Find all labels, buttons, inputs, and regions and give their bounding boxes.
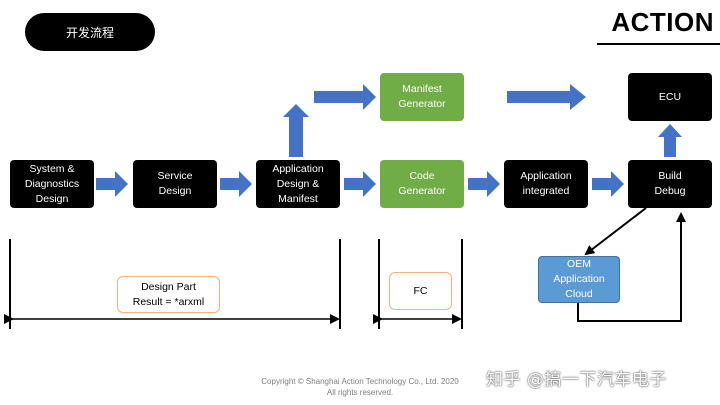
block-arrow-3 <box>344 171 376 197</box>
design-part-note: Design Part Result = *arxml <box>117 276 220 313</box>
ecu-box: ECU <box>628 73 712 121</box>
application-design-manifest-box: Application Design & Manifest <box>256 160 340 208</box>
block-arrow-1 <box>96 171 128 197</box>
manifest-generator-box: Manifest Generator <box>380 73 464 121</box>
arrow-cloud-loop <box>577 212 686 322</box>
service-design-box: Service Design <box>133 160 217 208</box>
oem-application-cloud-box: OEM Application Cloud <box>538 256 620 303</box>
copyright-text: Copyright © Shanghai Action Technology C… <box>261 377 459 386</box>
action-logo: ACTION <box>611 6 714 37</box>
block-arrow-2 <box>220 171 252 197</box>
block-arrow-5 <box>592 171 624 197</box>
code-generator-box: Code Generator <box>380 160 464 208</box>
footer: Copyright © Shanghai Action Technology C… <box>200 376 520 398</box>
fc-note: FC <box>389 272 452 310</box>
logo-underline <box>597 43 720 45</box>
system-diagnostics-design-box: System & Diagnostics Design <box>10 160 94 208</box>
zhihu-watermark: 知乎 @搞一下汽车电子 <box>486 369 667 390</box>
application-integrated-box: Application integrated <box>504 160 588 208</box>
block-arrow-to-ecu <box>507 84 586 110</box>
block-arrow-4 <box>468 171 500 197</box>
block-arrow-up-ecu <box>658 124 682 157</box>
build-debug-box: Build Debug <box>628 160 712 208</box>
block-arrow-manifest <box>314 84 376 110</box>
block-arrow-up-app <box>283 104 309 157</box>
arrow-build-to-cloud <box>584 207 647 256</box>
page-title-pill: 开发流程 <box>25 13 155 51</box>
rights-text: All rights reserved. <box>326 388 394 397</box>
